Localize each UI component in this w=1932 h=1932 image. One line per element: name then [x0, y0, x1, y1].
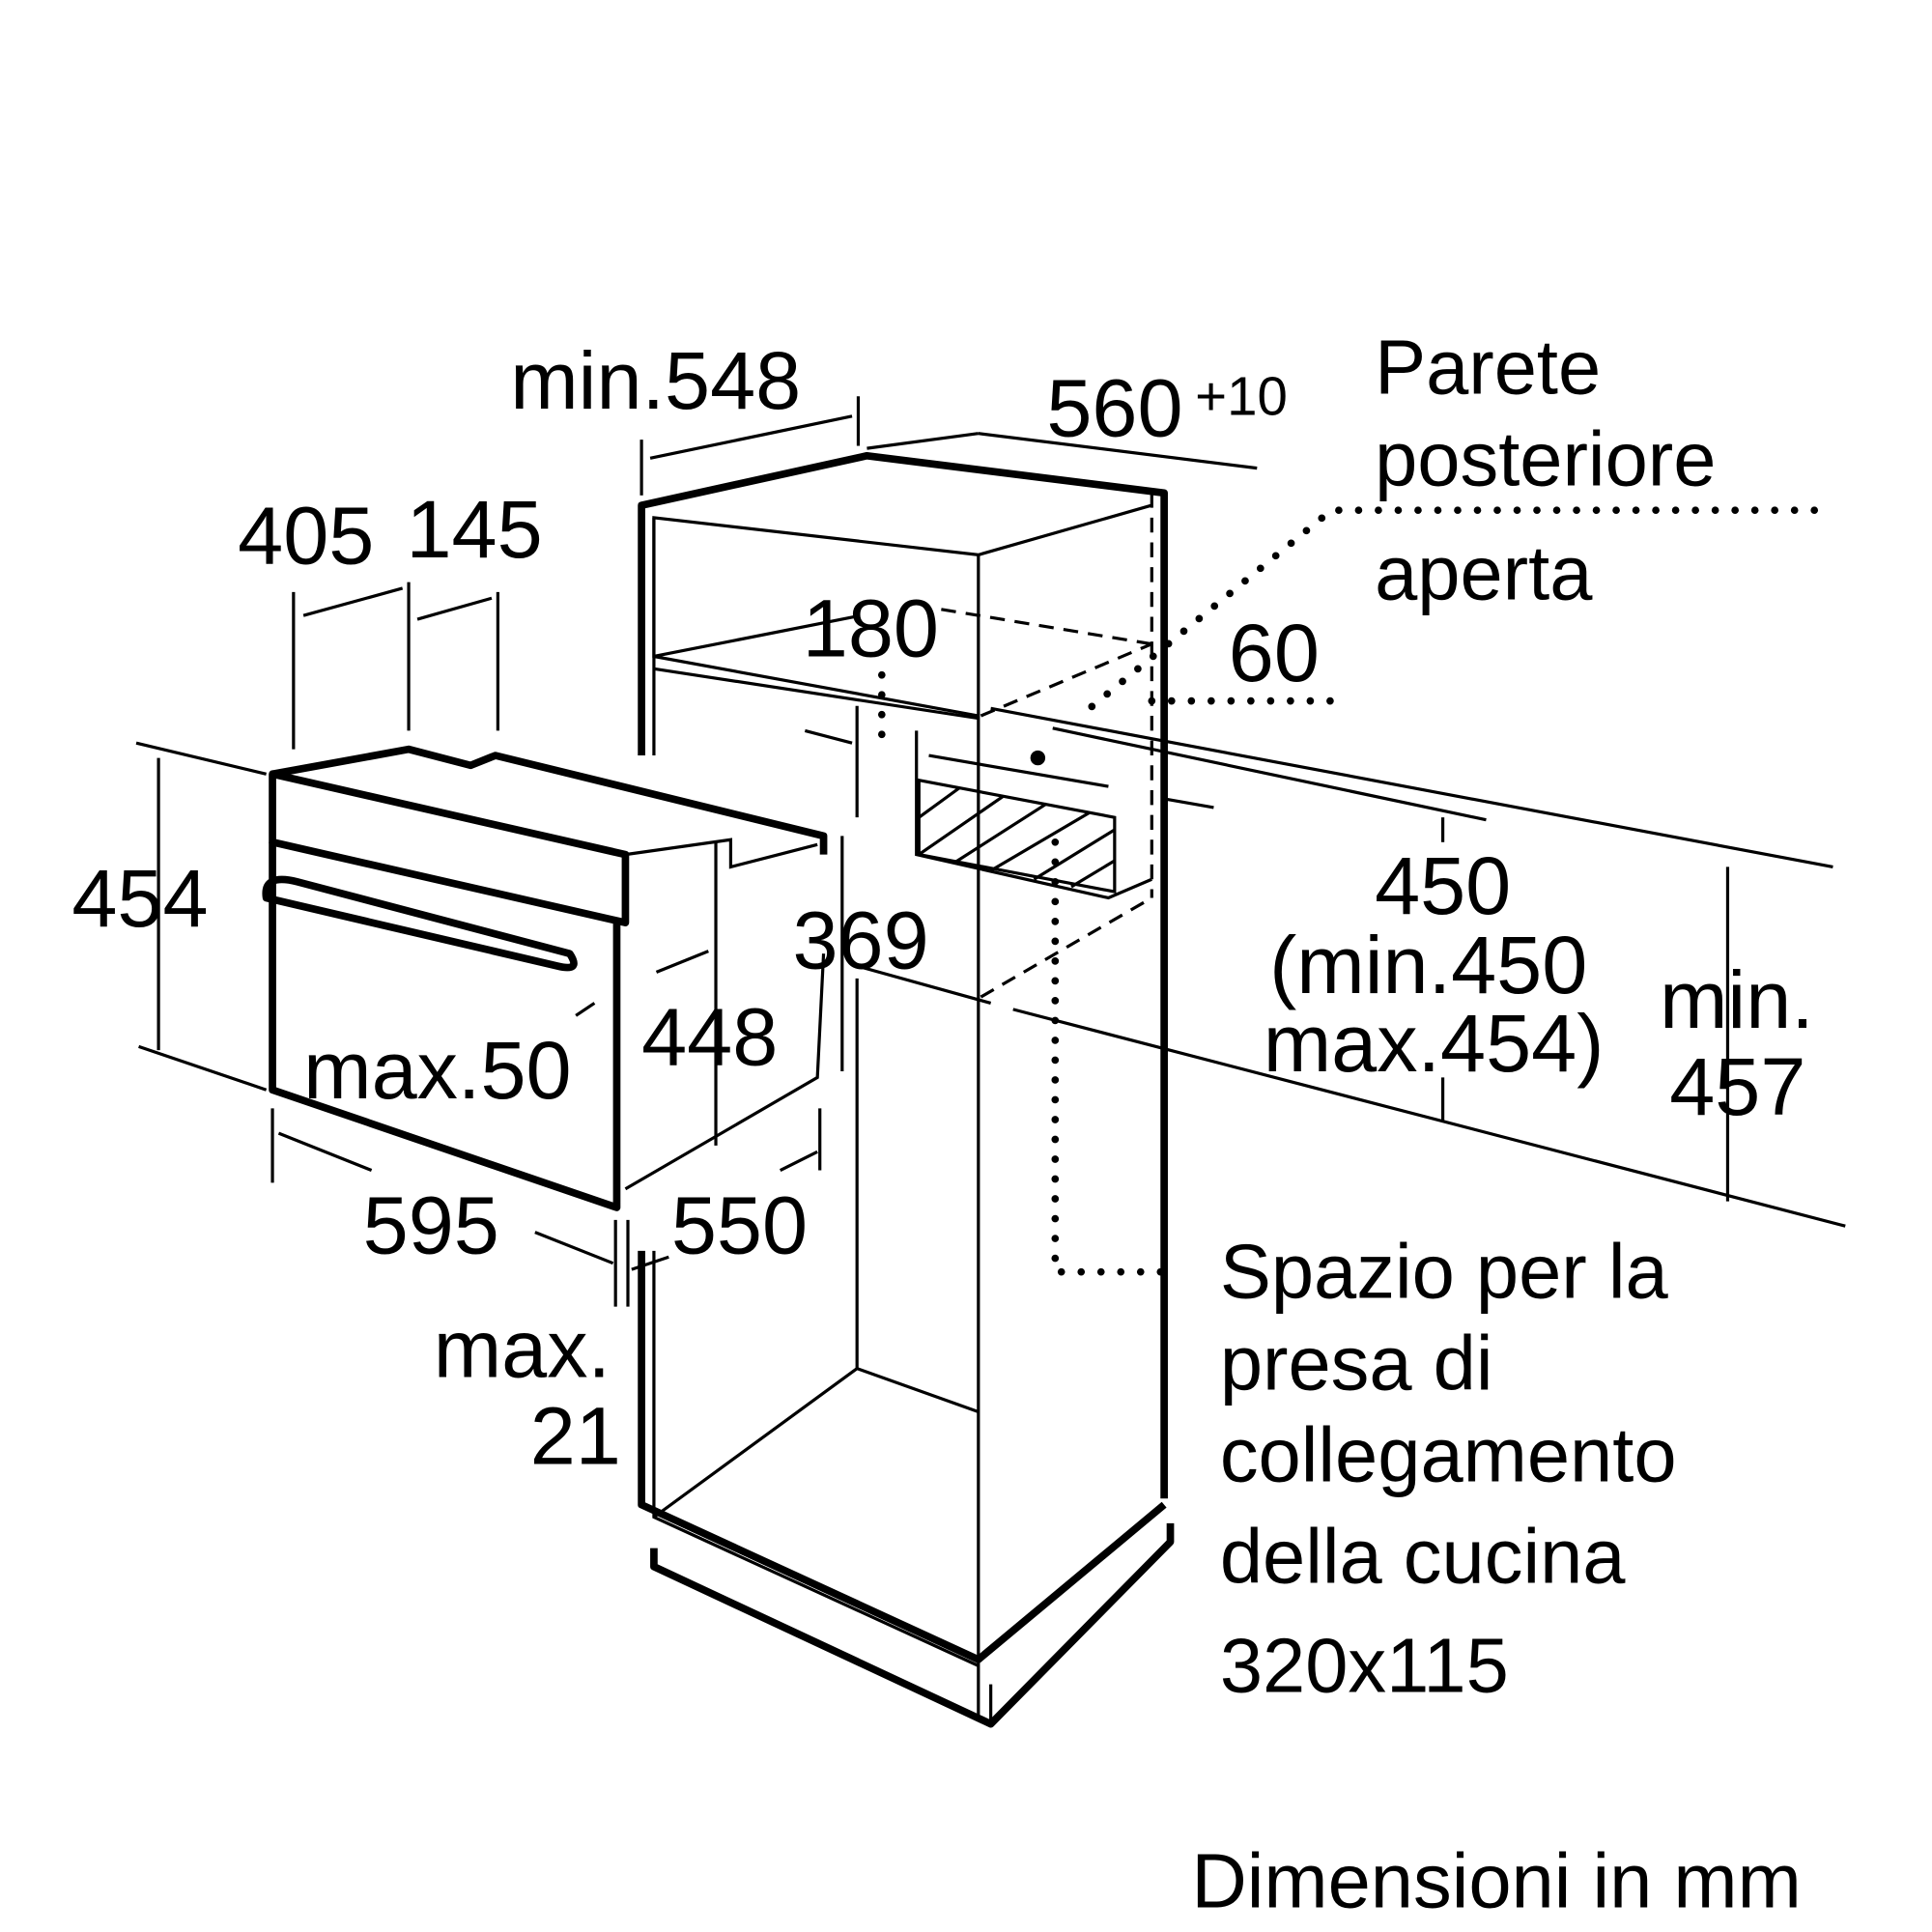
socket-point-icon [1030, 750, 1046, 766]
dim-457: 457 [1669, 1040, 1805, 1132]
dim-max-454: max.454) [1264, 997, 1605, 1089]
dim-560-tolerance: +10 [1195, 365, 1288, 426]
dim-450: 450 [1375, 839, 1511, 931]
dim-21: 21 [530, 1389, 621, 1481]
dim-min-450: (min.450 [1269, 919, 1587, 1010]
dotted-leaders [877, 506, 1819, 1276]
rear-wall-note-line2: posteriore [1375, 416, 1716, 502]
socket-note-line3: collegamento [1220, 1411, 1677, 1497]
units-note: Dimensioni in mm [1191, 1837, 1801, 1923]
dim-405: 405 [238, 489, 374, 581]
socket-note-line5: 320x115 [1220, 1622, 1509, 1708]
dimension-lines [135, 396, 1846, 1307]
rear-wall-note-line1: Parete [1375, 325, 1601, 411]
dim-550: 550 [671, 1179, 808, 1270]
dim-180: 180 [803, 582, 939, 673]
dim-595: 595 [363, 1179, 499, 1270]
dim-min-548: min.548 [510, 334, 801, 426]
dim-max-label: max. [434, 1303, 611, 1395]
cabinet-drawing [638, 451, 1175, 1728]
socket-note-line2: presa di [1220, 1320, 1493, 1406]
dim-145: 145 [407, 483, 543, 575]
rear-wall-note-line3: aperta [1375, 530, 1593, 616]
dim-448: 448 [641, 991, 778, 1083]
dim-min-label: min. [1660, 953, 1814, 1045]
dim-454: 454 [71, 852, 208, 944]
socket-area-hatch [917, 778, 1117, 895]
dim-60: 60 [1229, 607, 1320, 698]
dim-560: 560 [1046, 361, 1182, 453]
dim-369: 369 [793, 895, 929, 986]
oven-drawing [262, 745, 828, 1211]
dim-max-50: max.50 [303, 1024, 571, 1116]
socket-note-line1: Spazio per la [1220, 1229, 1669, 1315]
socket-note-line4: della cucina [1220, 1513, 1626, 1599]
